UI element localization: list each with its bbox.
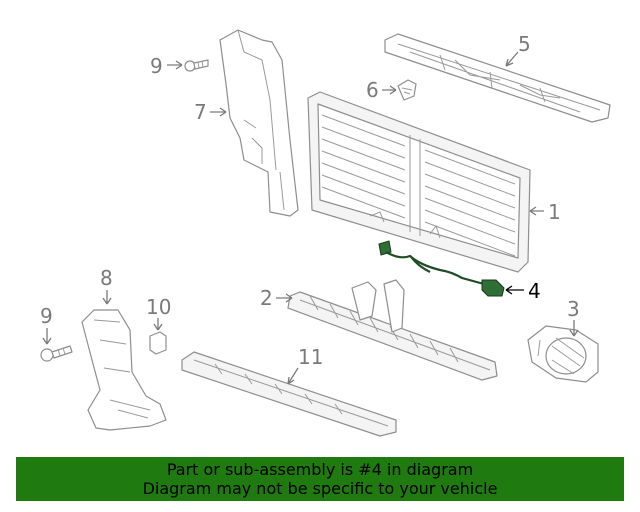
callout-6-label: 6 [366,78,379,102]
parts-diagram: 1 2 3 4 5 6 7 8 9 9 10 11 [40,29,611,437]
callout-1: 1 [529,200,561,224]
part-1-air-shutter [307,91,531,273]
part-6-push-pin [397,79,417,101]
callout-5-leader [505,51,519,67]
callout-4-leader [505,285,524,295]
callout-6-leader [382,85,397,95]
part-10-clip [149,331,167,355]
callout-9-bottom-leader [42,328,52,345]
callout-7-label: 7 [194,100,207,124]
part-7-left-air-guide [219,29,299,217]
callout-9-top-leader [167,60,183,70]
callout-3-leader [569,320,579,337]
callout-1-label: 1 [548,200,561,224]
callout-11-label: 11 [298,345,323,369]
callout-8-leader [102,290,112,305]
part-4-wire-harness [378,240,505,297]
callout-1-leader [529,206,544,216]
callout-4: 4 [505,279,541,303]
callout-2-label: 2 [260,286,273,310]
callout-9-top: 9 [150,54,183,78]
callout-11-leader [287,367,299,385]
callout-2: 2 [260,286,293,310]
callout-5-label: 5 [518,32,531,56]
banner-line-disclaimer: Diagram may not be specific to your vehi… [142,479,498,498]
callout-9-top-label: 9 [150,54,163,78]
callout-11: 11 [287,345,323,385]
part-2-lower-deflector [287,279,498,381]
callout-8-label: 8 [100,266,113,290]
callout-3: 3 [567,297,580,337]
info-banner: Part or sub-assembly is #4 in diagram Di… [16,457,624,501]
callout-10: 10 [146,295,171,331]
callout-4-label: 4 [528,279,541,303]
callout-2-leader [276,293,293,303]
part-9-bolt-top [184,59,209,72]
callout-8: 8 [100,266,113,305]
callout-10-leader [153,318,163,331]
callout-10-label: 10 [146,295,171,319]
callout-6: 6 [366,78,397,102]
callout-9-bottom-label: 9 [40,304,53,328]
part-5-upper-deflector [384,33,611,123]
part-11-front-deflector [181,351,397,437]
callout-5: 5 [505,32,531,67]
part-3-actuator [527,325,599,383]
part-8-lower-bracket [81,309,167,431]
banner-line-part-number: Part or sub-assembly is #4 in diagram [166,460,474,479]
callout-9-bottom: 9 [40,304,53,345]
callout-7-leader [210,107,227,117]
part-9-bolt-bottom [40,345,73,362]
callout-3-label: 3 [567,297,580,321]
callout-7: 7 [194,100,227,124]
